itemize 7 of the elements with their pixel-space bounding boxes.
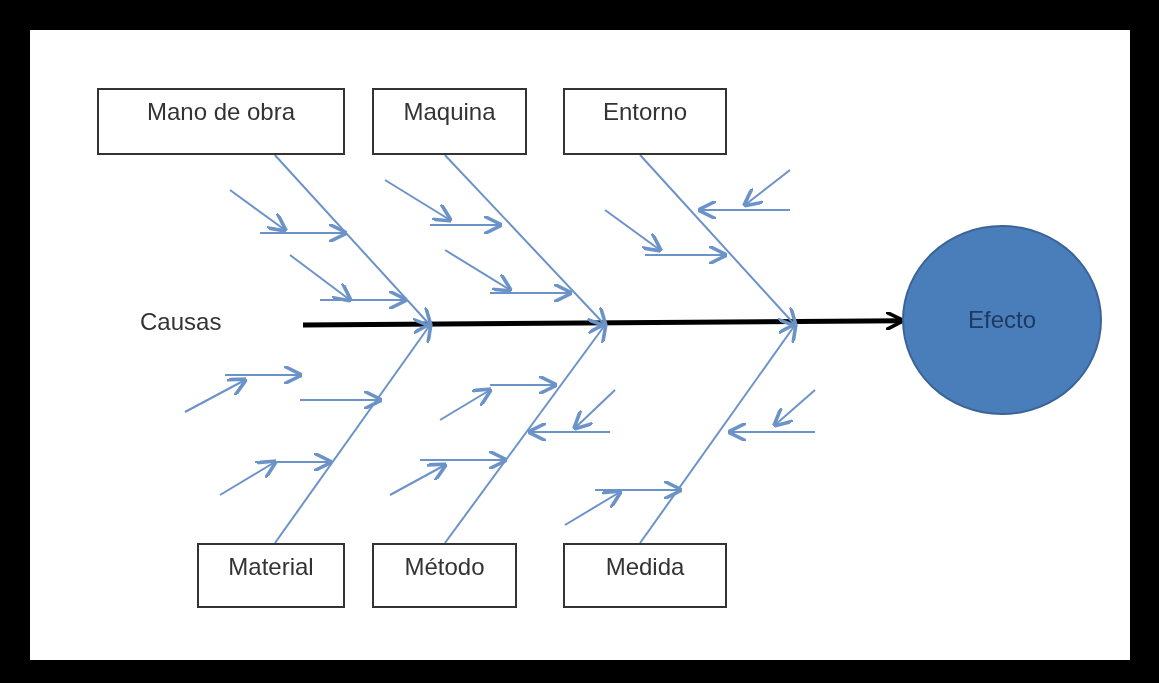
category-box: Maquina [372,88,527,155]
label: Causas [140,308,222,336]
category-box: Método [372,543,517,608]
category-box: Entorno [563,88,727,155]
category-box: Medida [563,543,727,608]
category-box: Mano de obra [97,88,345,155]
category-box: Material [197,543,345,608]
